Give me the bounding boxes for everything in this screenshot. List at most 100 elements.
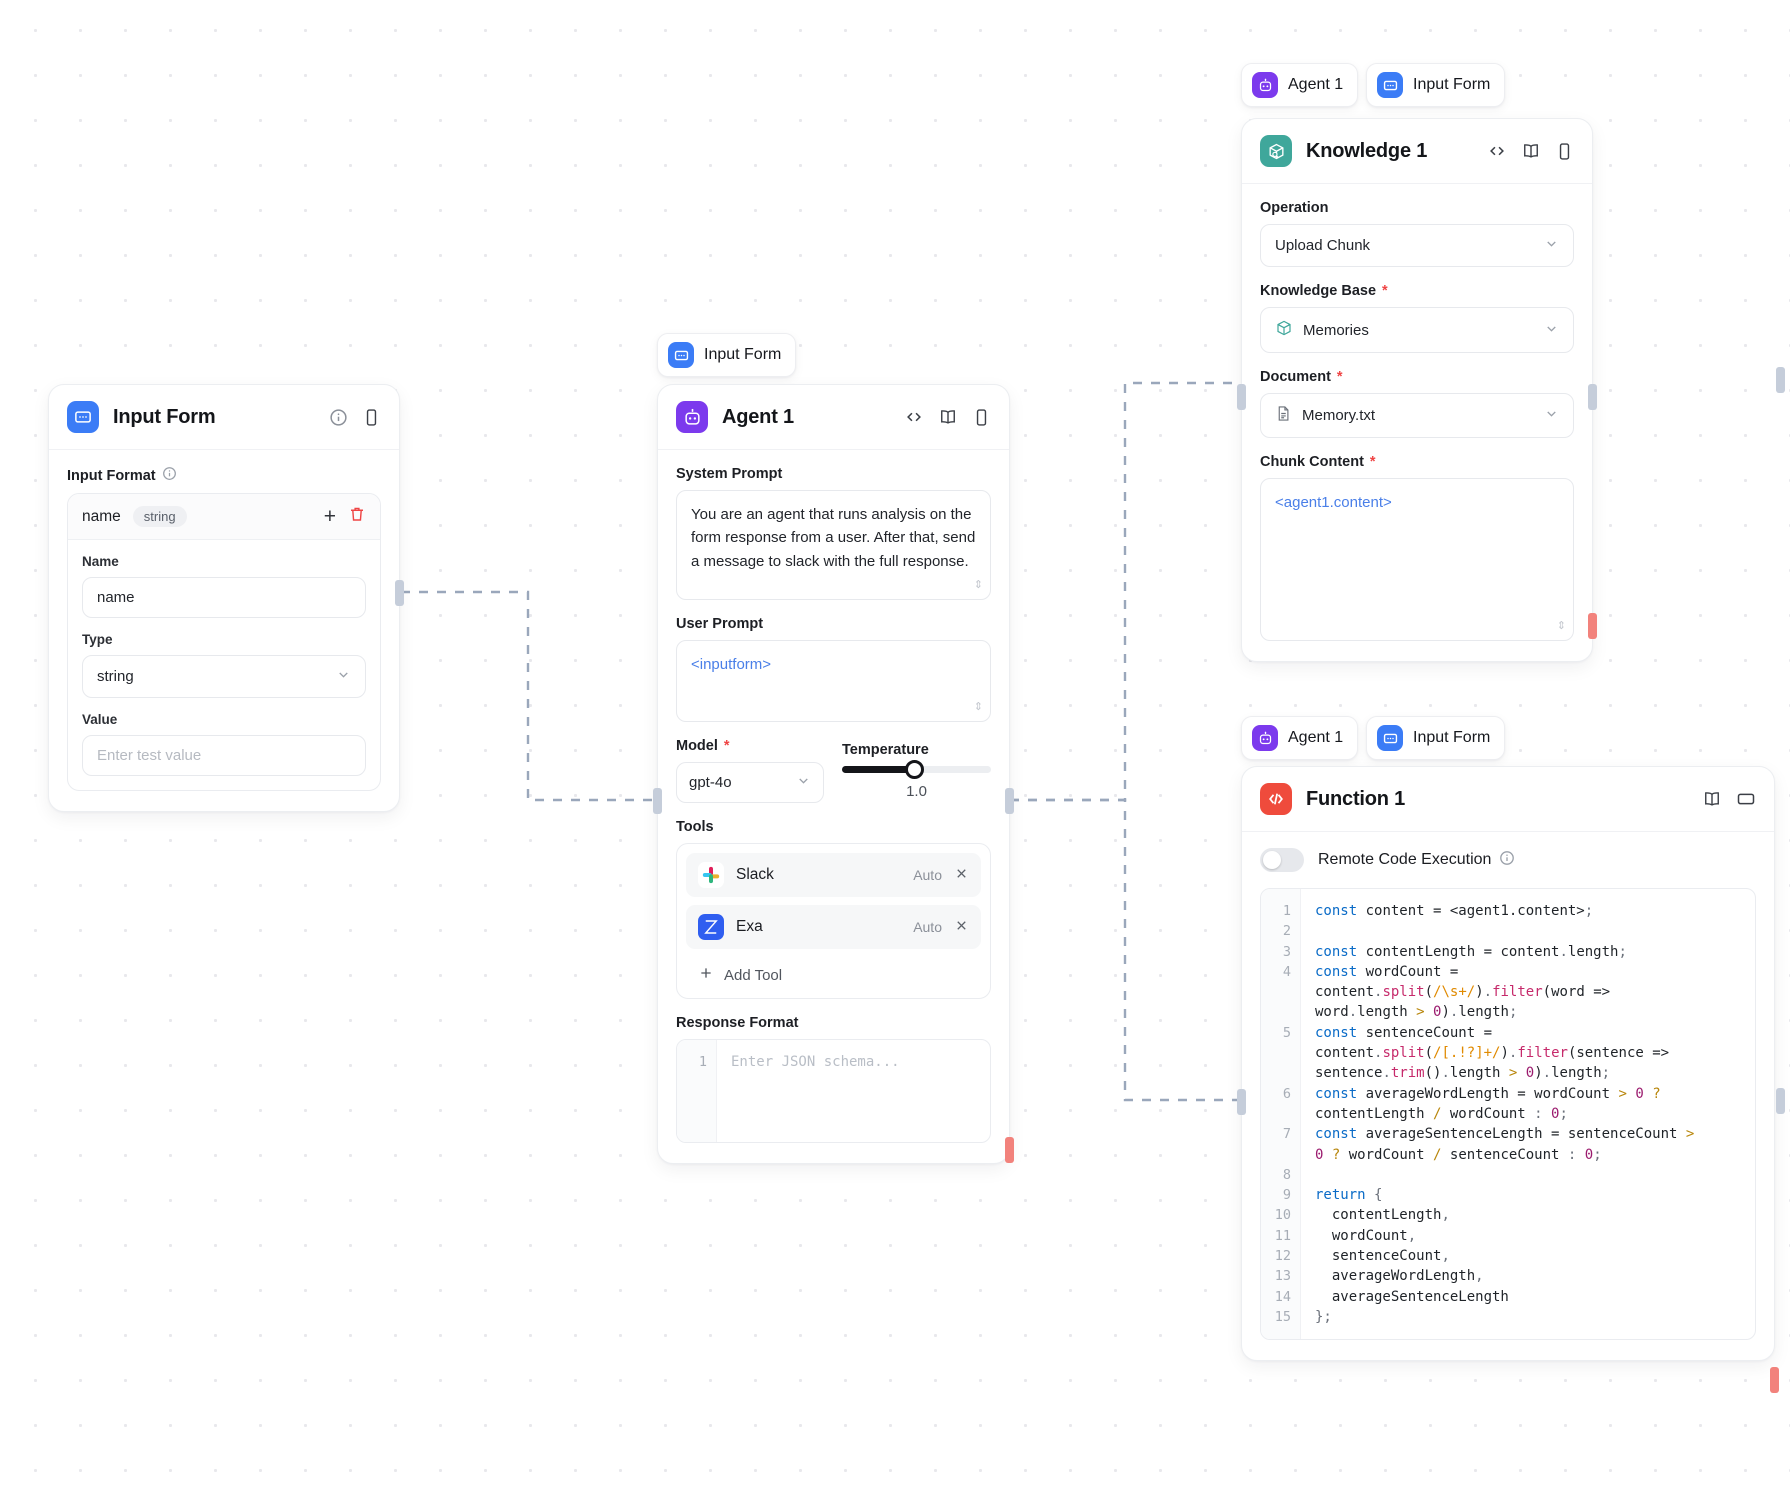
response-format-editor[interactable]: 1 Enter JSON schema...	[676, 1039, 991, 1143]
type-select[interactable]: string	[82, 655, 366, 698]
function-header[interactable]: Function 1	[1242, 767, 1774, 832]
line-numbers: 1	[677, 1040, 717, 1142]
badge-label: Agent 1	[1288, 729, 1344, 746]
mobile-icon[interactable]	[1555, 142, 1574, 161]
knowledge-base-select[interactable]: Memories	[1260, 307, 1574, 353]
node-knowledge-1[interactable]: Knowledge 1 Operation Upload Chunk	[1237, 118, 1597, 662]
remote-code-execution-toggle[interactable]	[1260, 848, 1304, 872]
close-icon[interactable]	[954, 866, 969, 885]
remote-code-execution-label: Remote Code Execution	[1318, 850, 1515, 871]
document-icon	[1275, 405, 1292, 426]
system-prompt-value: You are an agent that runs analysis on t…	[691, 506, 976, 570]
chevron-down-icon	[336, 667, 351, 686]
tool-name: Exa	[736, 918, 763, 935]
name-field-label: Name	[82, 554, 119, 569]
add-field-button[interactable]: +	[323, 505, 336, 528]
input-format-group: name string + Name name	[67, 493, 381, 791]
mobile-icon[interactable]	[362, 408, 381, 427]
input-form-header[interactable]: Input Form	[49, 385, 399, 450]
function-code[interactable]: const content = <agent1.content>; const …	[1315, 903, 1695, 1325]
slider-fill	[842, 766, 914, 773]
badge-agent-1-knowledge[interactable]: Agent 1	[1241, 63, 1359, 107]
robot-icon	[1252, 72, 1278, 98]
input-format-row[interactable]: name string +	[68, 494, 380, 540]
code-icon[interactable]	[904, 407, 924, 427]
badge-input-form-agent[interactable]: Input Form	[657, 333, 797, 377]
badge-input-form-function[interactable]: Input Form	[1366, 716, 1506, 760]
badge-input-form-knowledge[interactable]: Input Form	[1366, 63, 1506, 107]
slack-icon	[698, 862, 724, 888]
field-name: name	[82, 507, 121, 525]
tool-mode[interactable]: Auto	[913, 867, 942, 883]
knowledge-header[interactable]: Knowledge 1	[1242, 119, 1592, 184]
close-icon[interactable]	[954, 918, 969, 937]
type-select-value: string	[97, 668, 134, 685]
window-icon[interactable]	[1736, 789, 1756, 809]
node-agent-1[interactable]: Agent 1 System Prompt You are an agent t…	[653, 384, 1014, 1164]
document-select[interactable]: Memory.txt	[1260, 393, 1574, 438]
book-icon[interactable]	[1702, 789, 1722, 809]
book-icon[interactable]	[938, 407, 958, 427]
chunk-content-textarea[interactable]: <agent1.content> ⇕	[1260, 478, 1574, 641]
tool-row[interactable]: Slack Auto	[686, 853, 981, 897]
tool-row[interactable]: Exa Auto	[686, 905, 981, 949]
node-function-1[interactable]: Function 1 Remote Code Execution	[1237, 766, 1779, 1393]
agent-header[interactable]: Agent 1	[658, 385, 1009, 450]
response-format-placeholder: Enter JSON schema...	[731, 1054, 900, 1070]
node-input-form[interactable]: Input Form Input Format	[48, 384, 404, 812]
resize-handle-icon[interactable]: ⇕	[973, 578, 983, 591]
input-form-title: Input Form	[113, 405, 216, 428]
info-icon[interactable]	[162, 466, 177, 485]
add-tool-label: Add Tool	[724, 966, 783, 984]
slider-knob[interactable]	[904, 760, 924, 779]
exa-icon	[698, 914, 724, 940]
chunk-content-value: <agent1.content>	[1275, 494, 1392, 511]
input-port[interactable]	[653, 788, 662, 814]
toggle-knob	[1263, 851, 1281, 869]
error-port[interactable]	[1770, 1367, 1779, 1393]
badge-agent-1-function[interactable]: Agent 1	[1241, 716, 1359, 760]
add-tool-button[interactable]: Add Tool	[686, 957, 981, 989]
value-input[interactable]: Enter test value	[82, 735, 366, 776]
agent-body: System Prompt You are an agent that runs…	[658, 450, 1009, 1163]
operation-select[interactable]: Upload Chunk	[1260, 224, 1574, 267]
name-input[interactable]: name	[82, 577, 366, 618]
canvas-port-right-top[interactable]	[1776, 367, 1785, 393]
book-icon[interactable]	[1521, 141, 1541, 161]
info-icon[interactable]	[1499, 850, 1515, 871]
plus-icon	[698, 965, 714, 985]
system-prompt-label: System Prompt	[676, 466, 783, 482]
field-type-pill: string	[132, 506, 187, 527]
temperature-label: Temperature	[842, 742, 929, 758]
output-port[interactable]	[395, 580, 404, 606]
resize-handle-icon[interactable]: ⇕	[973, 700, 983, 713]
error-port[interactable]	[1005, 1137, 1014, 1163]
input-format-label: Input Format	[67, 466, 381, 485]
user-prompt-textarea[interactable]: <inputform> ⇕	[676, 640, 991, 722]
system-prompt-textarea[interactable]: You are an agent that runs analysis on t…	[676, 490, 991, 600]
tool-mode[interactable]: Auto	[913, 919, 942, 935]
error-port[interactable]	[1588, 613, 1597, 639]
model-select[interactable]: gpt-4o	[676, 762, 824, 803]
mobile-icon[interactable]	[972, 408, 991, 427]
input-port[interactable]	[1237, 384, 1246, 410]
response-format-label: Response Format	[676, 1015, 799, 1031]
canvas-port-right-bottom[interactable]	[1776, 1088, 1785, 1114]
output-port[interactable]	[1588, 384, 1597, 410]
input-port[interactable]	[1237, 1089, 1246, 1115]
document-value: Memory.txt	[1302, 407, 1376, 424]
temperature-slider[interactable]	[842, 760, 991, 779]
robot-icon	[676, 401, 708, 433]
chevron-down-icon	[1544, 236, 1559, 255]
tool-name: Slack	[736, 866, 774, 883]
chevron-down-icon	[796, 773, 811, 792]
resize-handle-icon[interactable]: ⇕	[1556, 619, 1566, 632]
form-icon	[67, 401, 99, 433]
trash-icon[interactable]	[348, 505, 366, 528]
info-icon[interactable]	[329, 408, 348, 427]
remote-code-execution-row[interactable]: Remote Code Execution	[1260, 846, 1756, 888]
code-icon[interactable]	[1487, 141, 1507, 161]
output-port[interactable]	[1005, 788, 1014, 814]
